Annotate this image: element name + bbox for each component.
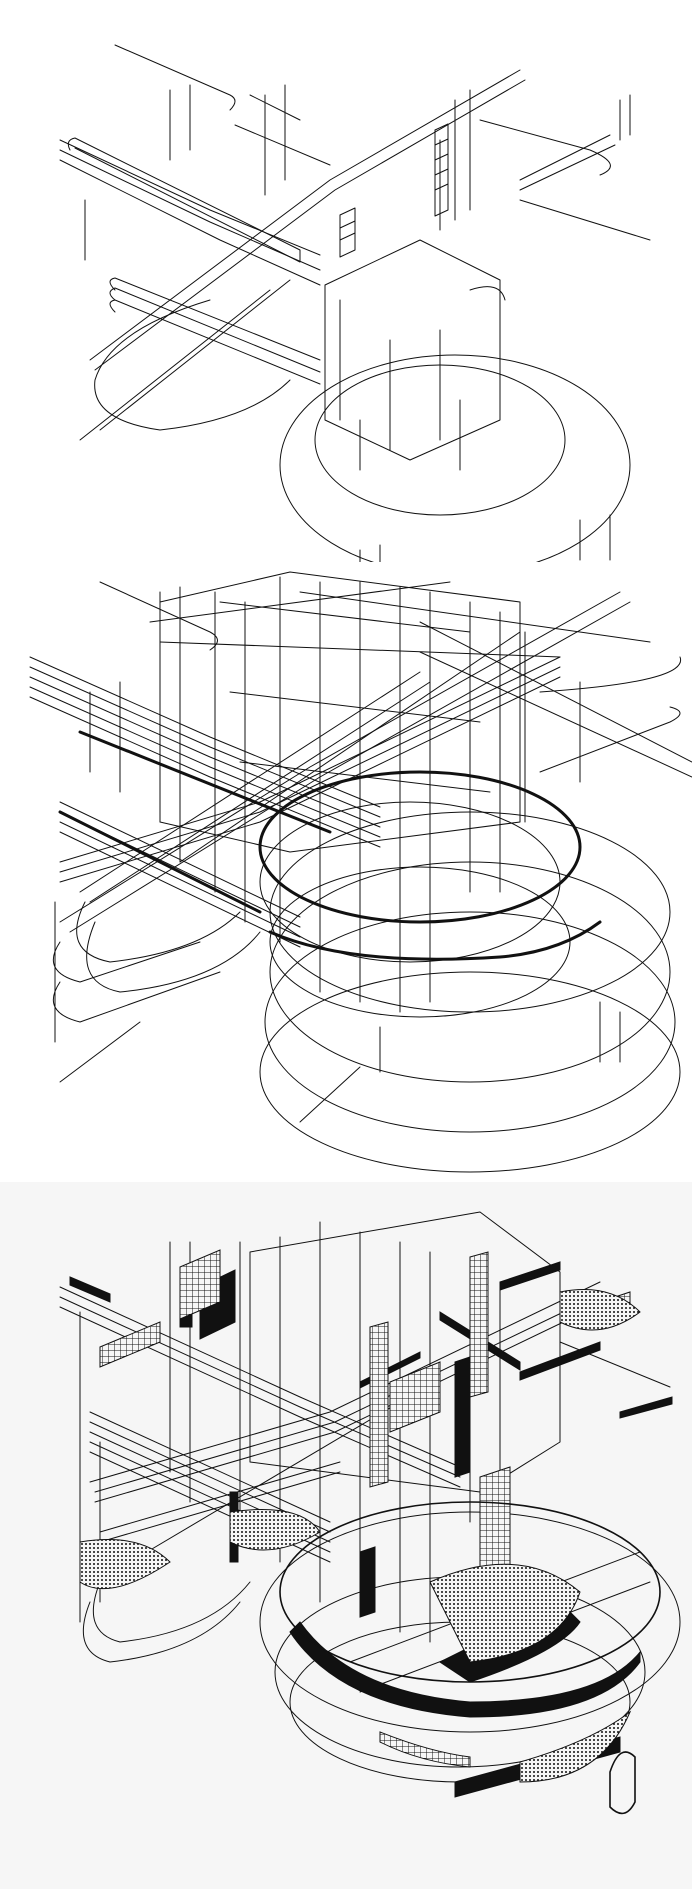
outline-emphasis [279,1501,661,1815]
drawing-panel-stage-3 [0,1182,692,1889]
drawing-panel-stage-2 [0,562,692,1182]
rendered-axonometric [59,1211,681,1815]
halftone-shading [79,1289,641,1783]
linework-group [29,571,692,1173]
line-axonometric-sparse [59,44,651,562]
linework-group [59,44,651,562]
line-axonometric-dense [29,571,692,1173]
emphasis-linework [58,730,602,961]
grid-textured-elements [99,1249,631,1768]
drawing-panel-stage-1 [0,0,692,562]
